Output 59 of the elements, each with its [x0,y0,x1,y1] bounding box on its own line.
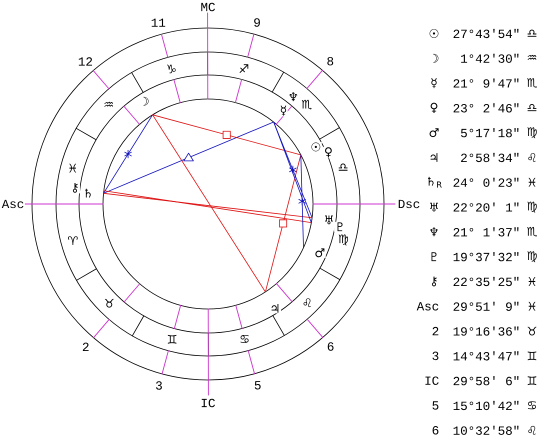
planet-symbol: ♇ [428,252,440,262]
position-value: 22°35'25" [452,276,521,287]
planet-symbol: ♄$_{R}$ [424,176,444,188]
planet-symbol: ♅ [428,202,440,212]
planet-symbol: ⚷ [429,276,439,287]
zodiac-symbol: ♏ [526,226,538,238]
zodiac-symbol: ♉ [526,326,538,336]
planet-symbol: ♀ [429,102,439,114]
axis-label: Asc [1,199,25,209]
house-number: 9 [252,18,262,28]
zodiac-symbol: ♎ [526,103,538,112]
position-value: 19°16'36" [452,326,521,336]
planet-symbol: ♆ [428,226,440,237]
planet-symbol: ☉ [428,28,440,38]
zodiac-symbol: ♏ [526,78,538,89]
zodiac-symbol: ♌ [526,425,538,436]
zodiac-symbol: ♓ [526,276,538,286]
position-value: 19°37'32" [452,252,521,262]
zodiac-symbol: ♓ [526,177,538,188]
position-value: 5°17'18" [460,128,521,138]
position-value: 24° 0'23" [452,177,521,188]
position-value: 14°43'47" [452,350,521,362]
point-label: IC [424,376,440,386]
position-value: 21° 9'47" [452,78,521,88]
zodiac-symbol: ♊ [526,350,538,361]
planet-symbol: ♂ [428,128,440,138]
position-value: 10°32'58" [452,425,521,436]
point-label: Asc [416,302,440,312]
zodiac-symbol: ♍ [526,250,538,263]
position-value: 22°20' 1" [452,202,521,212]
zodiac-symbol: ♓ [526,301,538,312]
point-label: 6 [431,425,440,436]
position-value: 2°58'34" [460,152,521,163]
house-number: 11 [150,18,166,28]
planet-symbol: ☽ [428,53,440,64]
zodiac-symbol: ♋ [526,400,538,410]
zodiac-symbol: ♍ [526,201,538,214]
axis-label: MC [200,2,216,12]
planet-symbol: ♃ [428,152,440,162]
house-number: 3 [154,380,164,390]
zodiac-symbol: ♍ [526,126,538,139]
point-label: 3 [431,351,440,361]
zodiac-symbol: ♒ [526,54,538,62]
axis-label: Dsc [397,199,421,209]
zodiac-symbol: ♊ [526,376,538,386]
position-value: 1°42'30" [460,53,521,64]
position-value: 29°58' 6" [452,376,521,386]
position-value: 21° 1'37" [452,226,521,238]
axis-label: IC [200,398,216,408]
point-label: 5 [431,400,440,410]
zodiac-symbol: ♎ [526,28,538,38]
house-number: 5 [253,380,262,390]
position-value: 29°51' 9" [452,301,521,312]
position-value: 27°43'54" [452,28,521,39]
position-value: 23° 2'46" [452,102,521,114]
zodiac-symbol: ♌ [526,152,538,162]
position-value: 15°10'42" [452,400,521,411]
point-label: 2 [431,326,440,336]
planet-symbol: ☿ [430,78,438,89]
